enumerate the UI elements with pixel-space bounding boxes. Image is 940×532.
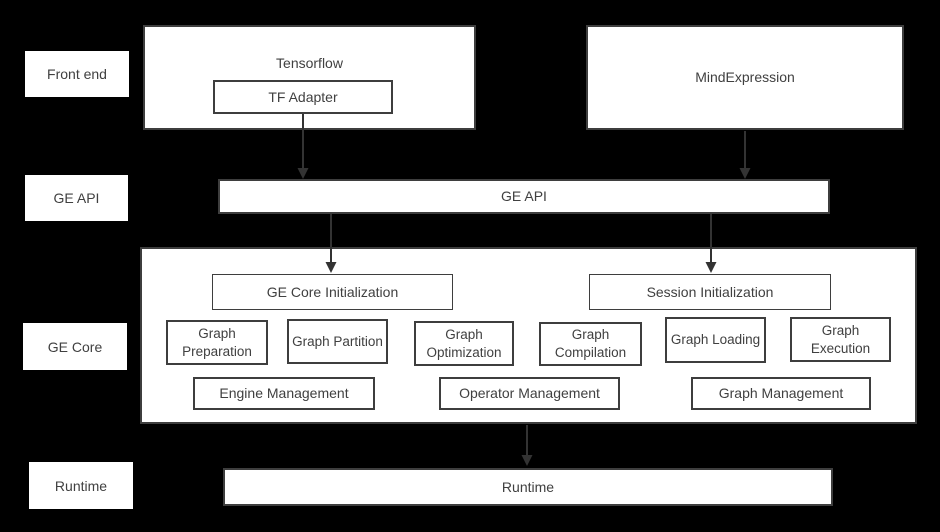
graph-preparation-box: Graph Preparation bbox=[166, 320, 268, 365]
graph-compilation-box: Graph Compilation bbox=[539, 322, 642, 366]
graph-partition-box: Graph Partition bbox=[287, 319, 388, 364]
graph-loading-box: Graph Loading bbox=[665, 317, 766, 363]
operator-management-box: Operator Management bbox=[439, 377, 620, 410]
arrow-mindexpression-to-ge-api bbox=[739, 131, 751, 179]
side-label-ge-api: GE API bbox=[25, 175, 128, 221]
ge-api-bar: GE API bbox=[218, 179, 830, 214]
arrow-ge-core-to-runtime bbox=[521, 425, 533, 466]
graph-optimization-box: Graph Optimization bbox=[414, 321, 514, 366]
tensorflow-box: Tensorflow bbox=[143, 25, 476, 130]
graph-execution-box: Graph Execution bbox=[790, 317, 891, 362]
tensorflow-label: Tensorflow bbox=[276, 55, 343, 71]
side-label-runtime: Runtime bbox=[29, 462, 133, 509]
session-initialization-box: Session Initialization bbox=[589, 274, 831, 310]
engine-management-box: Engine Management bbox=[193, 377, 375, 410]
side-label-front-end: Front end bbox=[25, 51, 129, 97]
mindexpression-box: MindExpression bbox=[586, 25, 904, 130]
tf-adapter-box: TF Adapter bbox=[213, 80, 393, 114]
ge-core-initialization-box: GE Core Initialization bbox=[212, 274, 453, 310]
runtime-bar: Runtime bbox=[223, 468, 833, 506]
graph-management-box: Graph Management bbox=[691, 377, 871, 410]
side-label-ge-core: GE Core bbox=[23, 323, 127, 370]
